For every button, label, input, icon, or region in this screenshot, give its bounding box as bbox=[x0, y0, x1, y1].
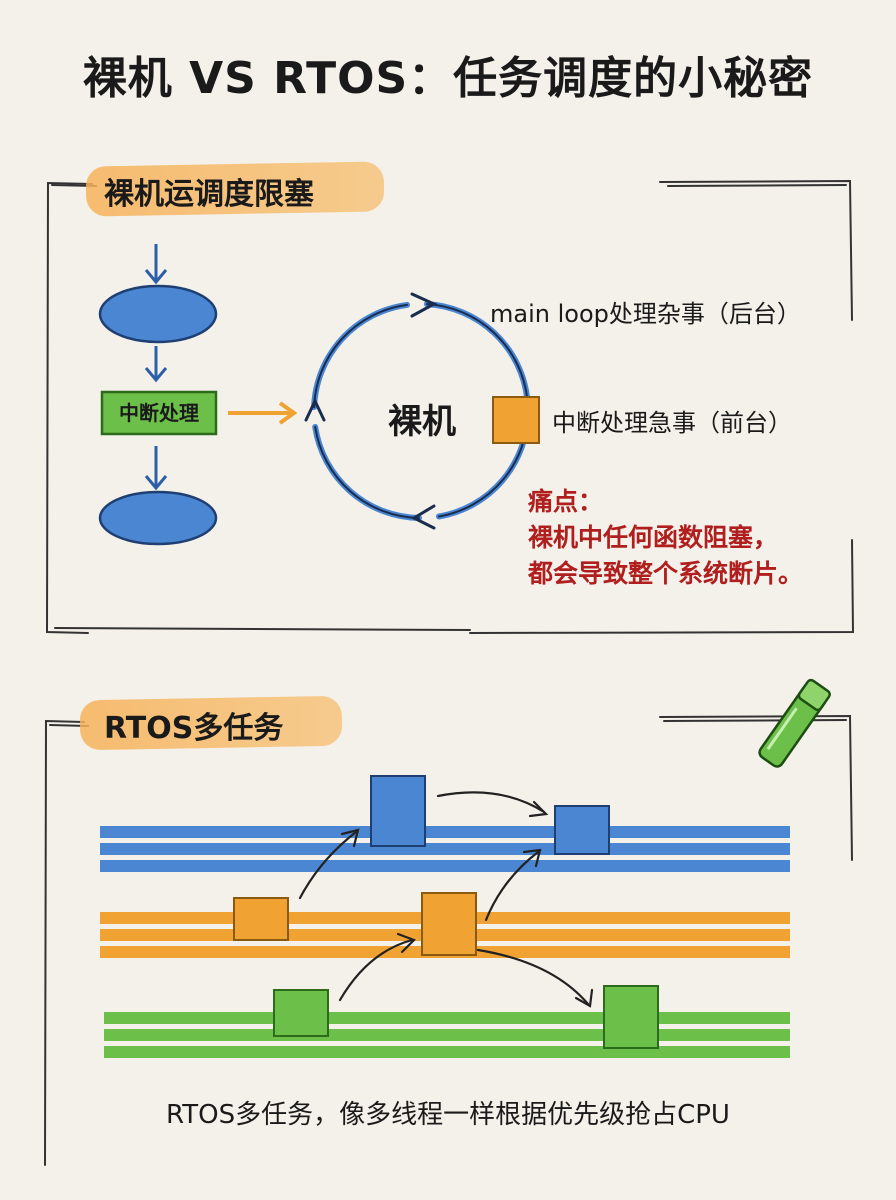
interrupt-box bbox=[100, 390, 218, 436]
right-arrow-icon bbox=[228, 401, 298, 425]
blue-task-block bbox=[554, 805, 610, 855]
marker-pen-icon bbox=[758, 678, 831, 768]
orange-task-block bbox=[233, 897, 289, 941]
isr-square bbox=[492, 396, 540, 444]
isr-urgent-label: 中断处理急事（前台） bbox=[552, 409, 792, 437]
green-task-block bbox=[603, 985, 659, 1049]
preempt-arrow-icon bbox=[298, 791, 594, 1008]
down-arrow-icon bbox=[144, 446, 168, 491]
main-loop-label: main loop处理杂事（后台） bbox=[490, 300, 801, 328]
down-arrow-icon bbox=[144, 346, 168, 383]
section1-heading: 裸机运调度限塞 bbox=[104, 177, 314, 212]
pain-point-heading: 痛点： bbox=[528, 487, 604, 516]
section1-frame bbox=[45, 179, 855, 634]
page-title: 裸机 VS RTOS：任务调度的小秘密 bbox=[82, 53, 814, 104]
pain-point-line1: 裸机中任何函数阻塞， bbox=[528, 523, 779, 552]
pain-point-line2: 都会导致整个系统断片。 bbox=[528, 559, 804, 588]
interrupt-box-label: 中断处理 bbox=[119, 401, 199, 425]
green-task-block bbox=[273, 989, 329, 1037]
blue-task-block bbox=[370, 775, 426, 847]
flow-start-ellipse bbox=[98, 284, 218, 344]
green-task-lane bbox=[104, 1012, 790, 1058]
orange-task-block bbox=[421, 892, 477, 956]
blue-task-lane bbox=[100, 826, 790, 872]
flow-end-ellipse bbox=[98, 490, 218, 546]
baremetal-core-label: 裸机 bbox=[388, 402, 456, 442]
section2-heading: RTOS多任务 bbox=[104, 711, 284, 746]
down-arrow-icon bbox=[144, 244, 168, 285]
rtos-caption: RTOS多任务，像多线程一样根据优先级抢占CPU bbox=[166, 1100, 730, 1130]
pain-point-note: 痛点： 裸机中任何函数阻塞， 都会导致整个系统断片。 bbox=[528, 484, 803, 592]
